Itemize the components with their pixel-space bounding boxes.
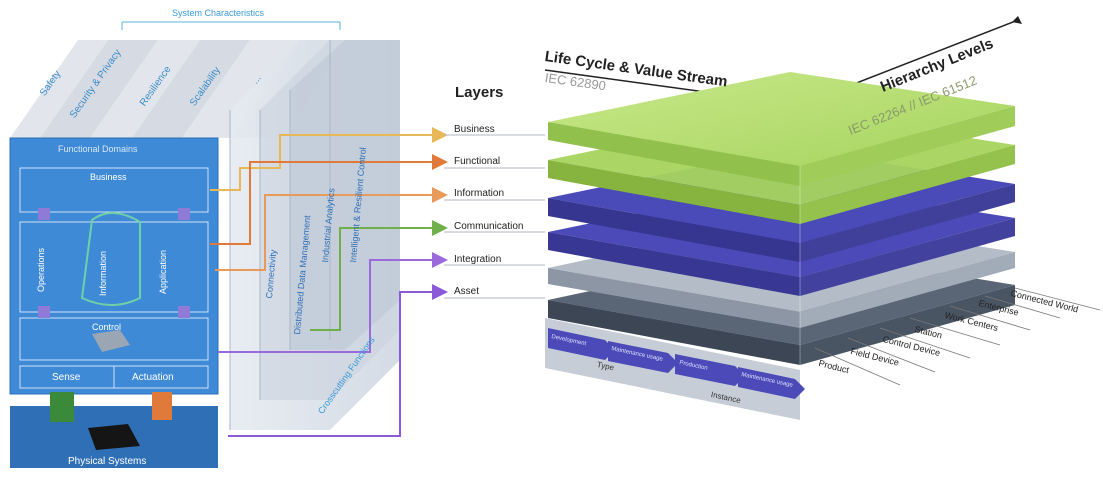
layer-business: Business xyxy=(454,124,495,135)
layer-connectors xyxy=(210,127,545,437)
system-characteristics-label: System Characteristics xyxy=(172,8,265,18)
domain-information: Information xyxy=(98,250,108,296)
layer-functional: Functional xyxy=(454,156,501,167)
functional-domains-title: Functional Domains xyxy=(58,144,138,154)
system-characteristics-bracket xyxy=(121,21,341,30)
crosscutting-panels xyxy=(229,40,400,430)
layer-integration: Integration xyxy=(454,254,502,265)
layer-information: Information xyxy=(454,188,505,199)
domain-control: Control xyxy=(92,322,122,332)
rami-cube xyxy=(544,16,1022,365)
domain-application: Application xyxy=(158,249,168,294)
physical-systems-label: Physical Systems xyxy=(68,456,147,467)
domain-sense: Sense xyxy=(52,372,81,383)
domain-business: Business xyxy=(90,172,127,182)
layers-title: Layers xyxy=(455,84,504,101)
domain-operations: Operations xyxy=(36,247,46,292)
layer-communication: Communication xyxy=(454,221,524,232)
functional-domains-block xyxy=(9,137,219,395)
hierarchy-leaders xyxy=(814,287,1101,386)
physical-systems-block xyxy=(10,392,218,468)
domain-actuation: Actuation xyxy=(132,372,174,383)
layer-asset: Asset xyxy=(454,286,480,297)
lifecycle-band xyxy=(545,318,805,420)
